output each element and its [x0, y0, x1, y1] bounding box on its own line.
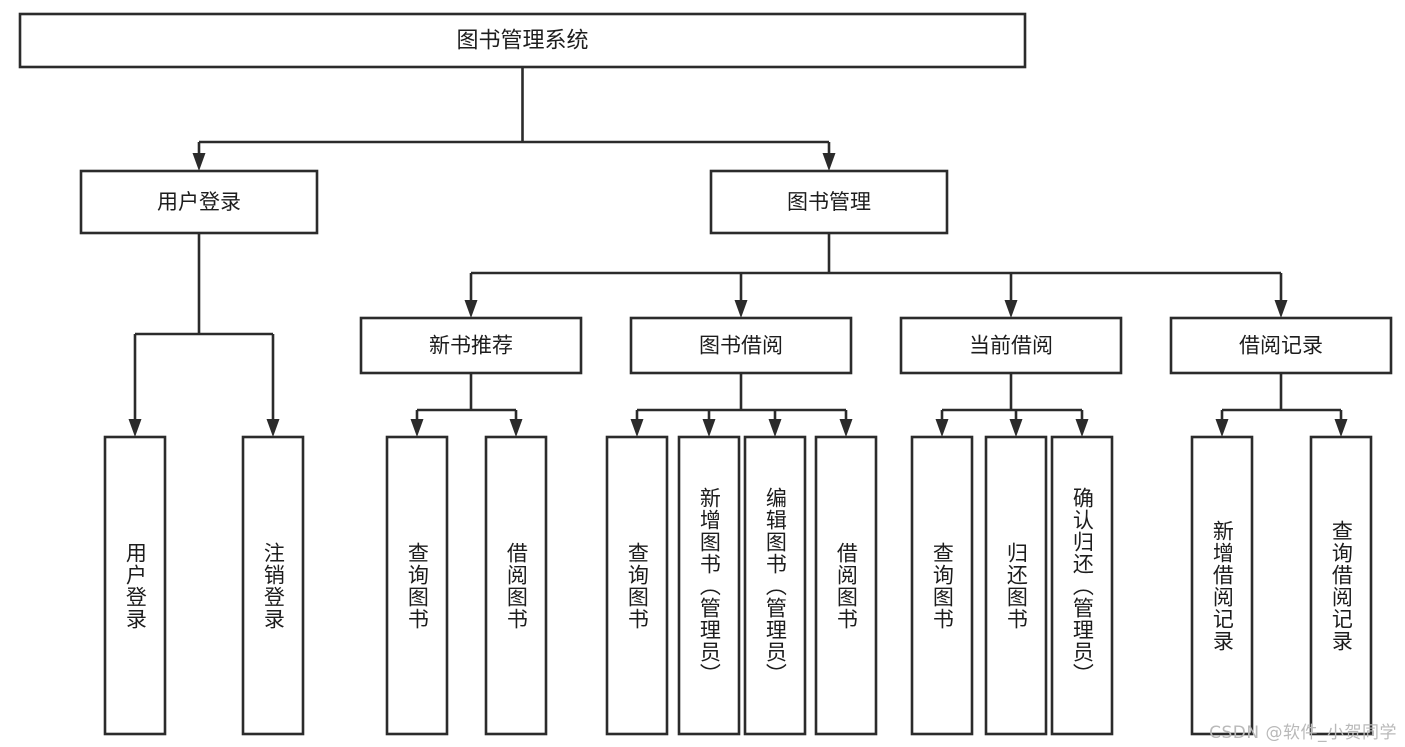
boxes-layer — [18, 12, 1393, 736]
csdn-watermark: CSDN @软件_小贺同学 — [1209, 723, 1397, 743]
node-user-login-label: 用户登录 — [157, 190, 241, 214]
node-book-manage-label: 图书管理 — [787, 190, 871, 214]
leaf-leaf-confirm-return-box[interactable] — [1050, 435, 1114, 736]
leaf-leaf-query-record-box[interactable] — [1309, 435, 1373, 736]
leaf-leaf-query-book-2-box[interactable] — [605, 435, 669, 736]
node-borrow-record-box[interactable] — [1169, 316, 1393, 375]
leaf-leaf-query-book-3-box[interactable] — [910, 435, 974, 736]
arrow-to-user-login-head — [192, 153, 206, 171]
leaf-leaf-user-login-box[interactable] — [103, 435, 167, 736]
node-book-borrow-label: 图书借阅 — [699, 334, 783, 358]
node-new-book-recommend-box[interactable] — [359, 316, 583, 375]
arrow-to-leaf-borrow-book-2-head — [839, 419, 853, 437]
leaf-leaf-add-book-box[interactable] — [677, 435, 741, 736]
leaf-leaf-borrow-book-1-box[interactable] — [484, 435, 548, 736]
arrow-to-book-manage-head — [822, 153, 836, 171]
arrow-to-leaf-query-record-head — [1334, 419, 1348, 437]
arrow-to-leaf-edit-book-head — [768, 419, 782, 437]
root-node-box[interactable] — [18, 12, 1027, 69]
node-book-manage-box[interactable] — [709, 169, 949, 235]
arrow-to-leaf-confirm-return-head — [1075, 419, 1089, 437]
arrow-to-leaf-return-book-head — [1009, 419, 1023, 437]
root-node-label: 图书管理系统 — [456, 29, 588, 54]
arrow-to-current-borrow-head — [1004, 300, 1018, 318]
node-user-login-box[interactable] — [79, 169, 319, 235]
arrow-to-leaf-query-book-2-head — [630, 419, 644, 437]
leaf-leaf-edit-book-box[interactable] — [743, 435, 807, 736]
arrow-to-book-borrow-head — [734, 300, 748, 318]
arrow-to-leaf-query-book-3-head — [935, 419, 949, 437]
connectors-layer — [128, 67, 1348, 437]
node-current-borrow-box[interactable] — [899, 316, 1123, 375]
arrow-to-leaf-add-book-head — [702, 419, 716, 437]
arrow-to-borrow-record-head — [1274, 300, 1288, 318]
arrow-to-leaf-add-record-head — [1215, 419, 1229, 437]
arrow-to-leaf-user-login-head — [128, 419, 142, 437]
leaf-leaf-query-book-1-box[interactable] — [385, 435, 449, 736]
leaf-leaf-logout-box[interactable] — [241, 435, 305, 736]
arrow-to-leaf-query-book-1-head — [410, 419, 424, 437]
leaf-leaf-return-book-box[interactable] — [984, 435, 1048, 736]
arrow-to-new-book-recommend-head — [464, 300, 478, 318]
node-borrow-record-label: 借阅记录 — [1239, 334, 1323, 358]
leaf-leaf-borrow-book-2-box[interactable] — [814, 435, 878, 736]
node-new-book-recommend-label: 新书推荐 — [429, 334, 513, 358]
node-book-borrow-box[interactable] — [629, 316, 853, 375]
leaf-leaf-add-record-box[interactable] — [1190, 435, 1254, 736]
node-current-borrow-label: 当前借阅 — [969, 334, 1053, 358]
arrow-to-leaf-logout-head — [266, 419, 280, 437]
arrow-to-leaf-borrow-book-1-head — [509, 419, 523, 437]
